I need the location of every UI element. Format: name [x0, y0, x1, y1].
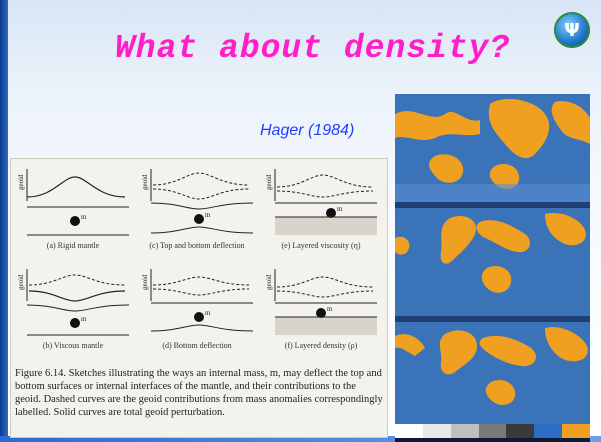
panel-caption: (d) Bottom deflection — [137, 341, 257, 350]
geoid-axis-label: geoid — [17, 274, 25, 290]
panel-layered-density: geoid m (f) Layered density (ρ) — [261, 263, 381, 353]
hp-logo-icon: Ψ — [554, 12, 590, 48]
logo-mark: Ψ — [554, 12, 590, 48]
panel-viscous-mantle-sketch: geoid m — [13, 263, 133, 353]
panel-layered-viscosity-sketch: geoid m — [261, 163, 381, 253]
panel-top-bottom-deflection-sketch: geoid m — [137, 163, 257, 253]
panel-bottom-deflection: geoid m (d) Bottom deflection — [137, 263, 257, 353]
figure-caption: Figure 6.14. Sketches illustrating the w… — [15, 367, 383, 419]
geoid-axis-label: geoid — [141, 174, 149, 190]
panel-top-bottom-deflection: geoid m (c) Top and bottom deflection — [137, 163, 257, 253]
mass-label: m — [205, 211, 211, 219]
panel-caption: (b) Viscous mantle — [13, 341, 133, 350]
density-map-1 — [395, 94, 590, 202]
density-map-3 — [395, 322, 590, 430]
panel-layered-viscosity: geoid m (e) Layered viscosity (η) — [261, 163, 381, 253]
panel-caption: (e) Layered viscosity (η) — [261, 241, 381, 250]
panel-rigid-mantle-sketch: geoid m — [13, 163, 133, 253]
mass-label: m — [205, 309, 211, 317]
panel-rigid-mantle: geoid m (a) Rigid mantle — [13, 163, 133, 253]
geoid-axis-label: geoid — [265, 274, 273, 290]
panel-caption: (f) Layered density (ρ) — [261, 341, 381, 350]
map-colorbar — [395, 424, 590, 438]
density-map-2-image — [395, 208, 590, 316]
density-map-2 — [395, 208, 590, 316]
left-accent-bar — [0, 0, 8, 442]
density-map-1-image — [395, 94, 590, 202]
mass-label: m — [81, 213, 87, 221]
panel-viscous-mantle: geoid m (b) Viscous mantle — [13, 263, 133, 353]
mass-label: m — [327, 305, 333, 313]
panel-bottom-deflection-sketch: geoid m — [137, 263, 257, 353]
panel-caption: (a) Rigid mantle — [13, 241, 133, 250]
geoid-axis-label: geoid — [141, 274, 149, 290]
mass-label: m — [81, 315, 87, 323]
geoid-axis-label: geoid — [17, 174, 25, 190]
slide-title: What about density? — [115, 30, 510, 67]
mass-label: m — [337, 205, 343, 213]
geoid-axis-label: geoid — [265, 174, 273, 190]
density-map-3-image — [395, 322, 590, 422]
panel-layered-density-sketch: geoid m — [261, 263, 381, 353]
citation-text: Hager (1984) — [260, 122, 354, 140]
density-maps — [395, 94, 590, 442]
textbook-figure: geoid m (a) Rigid mantle geoid m (c) Top… — [10, 158, 388, 438]
panel-caption: (c) Top and bottom deflection — [137, 241, 257, 250]
